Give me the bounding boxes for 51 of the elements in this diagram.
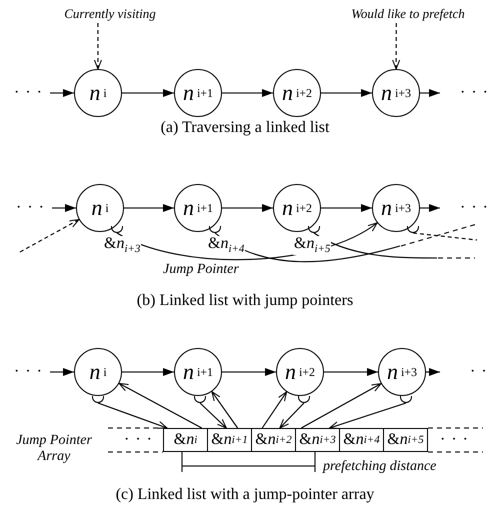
ellipsis: · · · bbox=[16, 200, 45, 216]
ellipsis: · · · bbox=[14, 85, 43, 101]
arrow bbox=[122, 368, 174, 376]
ellipsis: · · · bbox=[460, 85, 489, 101]
pointer-field bbox=[298, 396, 310, 403]
array-label: Jump Pointer Array bbox=[15, 433, 93, 465]
arrow bbox=[301, 383, 382, 428]
arrow bbox=[279, 402, 304, 428]
ellipsis: · · · bbox=[440, 432, 469, 448]
arrow bbox=[98, 402, 168, 429]
dimension-label: prefetching distance bbox=[323, 459, 436, 475]
pointer-field bbox=[194, 396, 206, 403]
arrow bbox=[94, 23, 102, 70]
arrow bbox=[211, 391, 238, 428]
arrow bbox=[420, 204, 440, 212]
connector-line bbox=[314, 232, 437, 259]
arrow bbox=[50, 368, 74, 376]
arrow bbox=[124, 204, 174, 212]
annotation-text: Currently visiting bbox=[55, 5, 165, 23]
pointer-field bbox=[400, 396, 412, 403]
arrow bbox=[321, 204, 372, 212]
connector-line bbox=[412, 232, 478, 241]
arrow bbox=[324, 368, 378, 376]
arrow bbox=[329, 402, 406, 430]
ellipsis: · · bbox=[470, 364, 488, 380]
edge-label: &n$_{i+5}$ bbox=[293, 236, 332, 255]
annotation-text: Jump Pointer bbox=[163, 262, 239, 278]
arrow bbox=[200, 402, 227, 428]
ellipsis: · · · bbox=[124, 432, 153, 448]
arrow bbox=[222, 368, 276, 376]
arrow bbox=[20, 219, 80, 252]
ellipsis: · · · bbox=[14, 364, 43, 380]
caption: (a) Traversing a linked list bbox=[160, 119, 330, 137]
arrow bbox=[420, 89, 440, 97]
ellipsis: · · · bbox=[460, 200, 489, 216]
arrow bbox=[222, 89, 273, 97]
arrow bbox=[262, 391, 288, 428]
arrow bbox=[426, 368, 440, 376]
pointer-field bbox=[92, 396, 104, 403]
arrow bbox=[122, 89, 174, 97]
arrow bbox=[118, 382, 202, 428]
arrow bbox=[52, 204, 76, 212]
edge-label: &n$_{i+3}$ bbox=[103, 236, 142, 255]
arrow bbox=[50, 89, 74, 97]
edge-label: &n$_{i+4}$ bbox=[207, 236, 246, 255]
arrow bbox=[222, 204, 273, 212]
caption: (b) Linked list with jump pointers bbox=[136, 292, 354, 310]
caption: (c) Linked list with a jump-pointer array bbox=[116, 486, 374, 504]
arrow bbox=[321, 89, 372, 97]
annotation-text: Would like to prefetch bbox=[343, 5, 473, 23]
arrow bbox=[392, 23, 400, 70]
